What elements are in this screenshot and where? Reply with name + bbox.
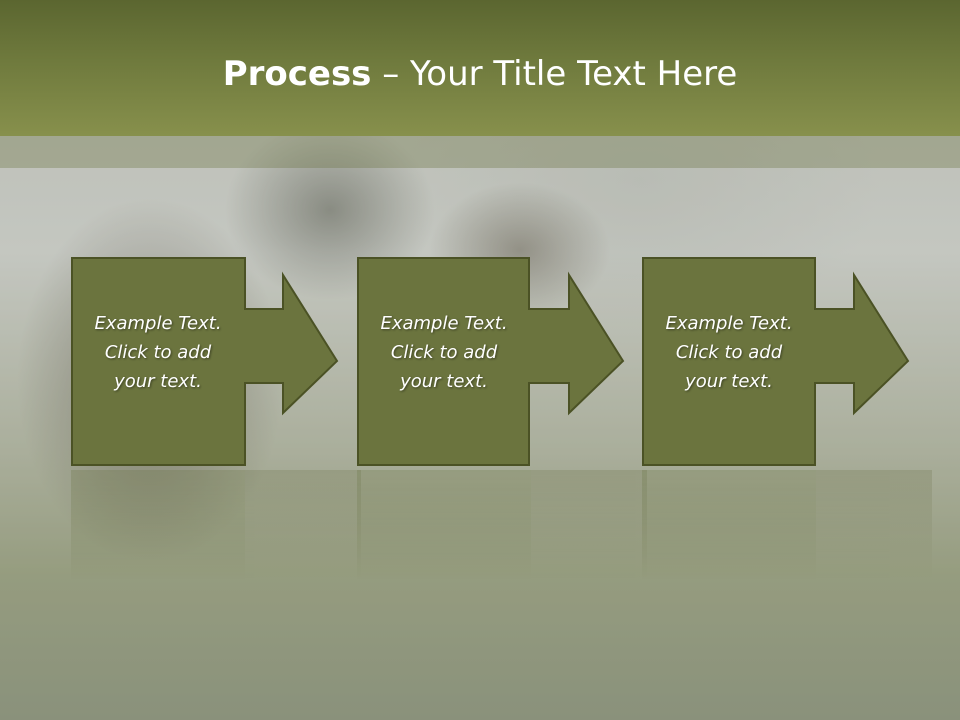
title-banner <box>0 0 960 136</box>
slide-title-bold: Process <box>222 54 372 94</box>
process-step-2[interactable]: Example Text. Click to add your text. <box>357 257 647 467</box>
step-1-reflection <box>71 470 361 580</box>
step-3-text[interactable]: Example Text. Click to add your text. <box>665 313 793 392</box>
step-2-text[interactable]: Example Text. Click to add your text. <box>380 313 508 392</box>
step-2-reflection <box>357 470 647 580</box>
title-banner-strip <box>0 136 960 168</box>
slide-title[interactable]: Process – Your Title Text Here <box>0 50 960 98</box>
step-1-shape <box>71 257 339 466</box>
step-2-shape <box>357 257 625 466</box>
slide-title-rest: – Your Title Text Here <box>371 54 738 94</box>
step-3-reflection <box>642 470 932 580</box>
process-step-3[interactable]: Example Text. Click to add your text. <box>642 257 932 467</box>
step-1-text[interactable]: Example Text. Click to add your text. <box>94 313 222 392</box>
process-step-1[interactable]: Example Text. Click to add your text. <box>71 257 361 467</box>
step-3-shape <box>642 257 910 466</box>
